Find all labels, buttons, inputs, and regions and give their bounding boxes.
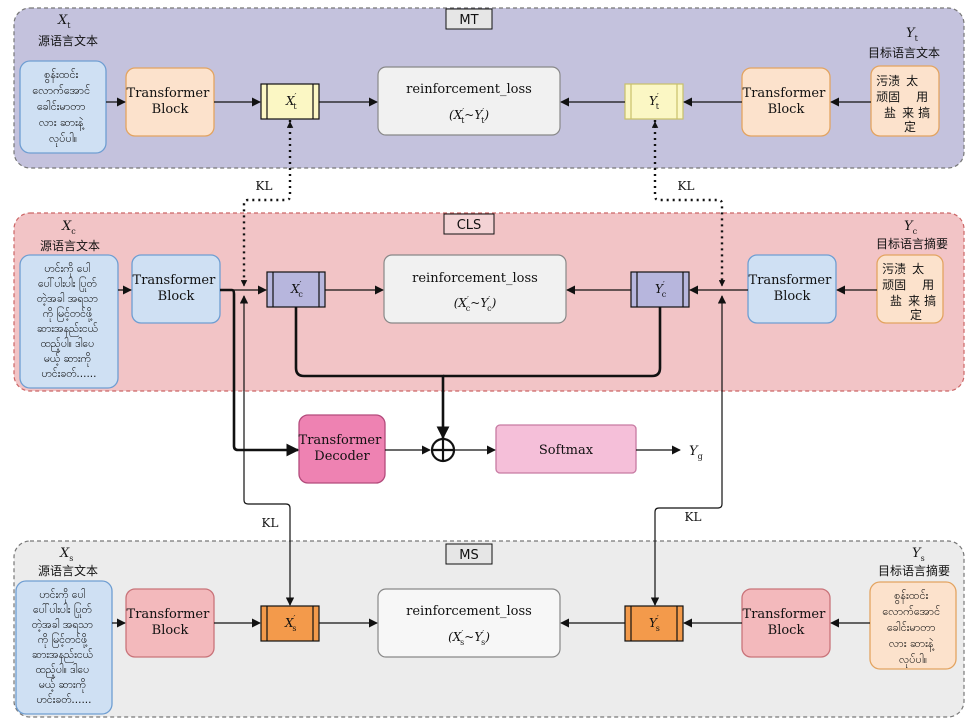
mt-target-text-left: 污渍 顽固 盐 bbox=[876, 74, 904, 120]
mt-loss-title: reinforcement_loss bbox=[406, 82, 532, 97]
kl-ms-cls-left bbox=[243, 296, 291, 605]
cls-rep-right: Y′c bbox=[630, 271, 690, 308]
softmax-label: Softmax bbox=[539, 443, 594, 458]
mt-target-text-box bbox=[870, 65, 940, 137]
ms-encoder-right-label: Transformer Block bbox=[743, 607, 830, 638]
mt-target-caption: 目标语言文本 bbox=[868, 45, 940, 60]
arrow-cls-rep-right-sum bbox=[443, 307, 662, 378]
mt-label-box bbox=[445, 8, 493, 30]
ms-rep-left: X′s bbox=[260, 605, 320, 642]
mt-loss-box bbox=[377, 66, 561, 136]
kl-ms-cls-right bbox=[654, 296, 723, 605]
cls-target-var: Yc bbox=[904, 219, 918, 236]
ms-loss-title: reinforcement_loss bbox=[406, 604, 532, 619]
cls-rep-left: X′c bbox=[266, 271, 326, 308]
mt-target-text-right: 太 用 来 搞 定 bbox=[902, 73, 934, 134]
cls-encoder-right-label: Transformer Block bbox=[749, 273, 836, 304]
mt-rep-right-label: Y′t bbox=[649, 92, 660, 111]
arrow-cls-rep-left-sum bbox=[294, 307, 450, 440]
ms-loss-formula: (X′s~Y′s) bbox=[448, 629, 490, 647]
kl-label-bottom-right: KL bbox=[685, 510, 702, 524]
mt-encoder-left-label: Transformer Block bbox=[127, 86, 214, 117]
cls-encoder-left-label: Transformer Block bbox=[133, 273, 220, 304]
ms-target-caption: 目标语言摘要 bbox=[878, 563, 950, 578]
kl-label-top-right: KL bbox=[678, 179, 695, 193]
cls-label: CLS bbox=[457, 218, 482, 233]
cls-encoder-right bbox=[747, 254, 837, 324]
mt-source-caption: 源语言文本 bbox=[38, 33, 98, 48]
arrow-encoder-decoder bbox=[220, 288, 300, 457]
ms-section: MS Xs 源语言文本 Ys 目标语言摘要 ဟင်းကို ပေါ ပေါ်ပါ… bbox=[13, 540, 965, 718]
output-label: Yg bbox=[689, 444, 703, 461]
cls-target-text-box bbox=[876, 254, 944, 324]
mt-source-var: Xt bbox=[57, 13, 71, 30]
ms-rep-left-label: X′s bbox=[284, 614, 296, 633]
cls-label-box bbox=[443, 213, 495, 235]
cls-loss-title: reinforcement_loss bbox=[412, 271, 538, 286]
cls-source-caption: 源语言文本 bbox=[40, 238, 100, 253]
ms-target-text: စွန်းထင်း လောက်အောင် ခေါင်းမာတာ လား ဆားန… bbox=[882, 589, 943, 668]
cls-section: CLS Xc 源语言文本 Yc 目标语言摘要 ဟင်းကို ပေါ ပေါ်ပ… bbox=[13, 212, 965, 392]
kl-label-top-left: KL bbox=[256, 179, 273, 193]
ms-target-var: Ys bbox=[912, 546, 925, 563]
transformer-decoder-label: Transformer Decoder bbox=[299, 433, 386, 464]
mt-rep-left: X′t bbox=[260, 83, 320, 120]
ms-source-text-box bbox=[15, 580, 113, 715]
ms-target-text-box bbox=[869, 581, 957, 670]
ms-label-box bbox=[445, 543, 493, 565]
mt-rep-left-label: X′t bbox=[285, 92, 297, 111]
cls-source-text: ဟင်းကို ပေါ ပေါ်ပါးပါး ပြုတ် တဲ့အခါ အရသာ… bbox=[37, 262, 101, 380]
kl-label-bottom-left: KL bbox=[262, 516, 279, 530]
mt-source-text-box bbox=[19, 60, 107, 154]
mt-loss-formula: (X′t~Y′t) bbox=[449, 107, 489, 125]
ms-loss-box bbox=[377, 588, 561, 658]
cls-rep-left-label: X′c bbox=[290, 280, 303, 299]
ms-source-text: ဟင်းကို ပေါ ပေါ်ပါးပါး ပြုတ် တဲ့အခါ အရသာ… bbox=[32, 588, 96, 706]
cls-target-text-right: 太 用 来 搞 定 bbox=[908, 261, 940, 322]
sum-node bbox=[430, 437, 456, 463]
kl-connections: KL KL KL KL bbox=[239, 120, 727, 606]
cls-loss-box bbox=[383, 254, 567, 324]
mt-encoder-right-label: Transformer Block bbox=[743, 86, 830, 117]
fusion-block: Transformer Decoder Softmax Yg bbox=[220, 288, 703, 484]
cls-source-text-box bbox=[19, 254, 119, 389]
ms-rep-right: Y′s bbox=[624, 605, 684, 642]
mt-rep-right: Y′t bbox=[624, 83, 684, 120]
mt-target-var: Yt bbox=[906, 26, 919, 43]
cls-rep-right-label: Y′c bbox=[655, 280, 667, 299]
mt-label: MT bbox=[459, 13, 478, 28]
softmax-box bbox=[495, 424, 637, 474]
ms-source-caption: 源语言文本 bbox=[38, 563, 98, 578]
cls-target-caption: 目标语言摘要 bbox=[876, 236, 948, 251]
cls-loss-formula: (X′c~Y′c) bbox=[454, 295, 497, 313]
ms-rep-right-label: Y′s bbox=[649, 614, 660, 633]
ms-encoder-left-label: Transformer Block bbox=[127, 607, 214, 638]
cls-target-text-left: 污渍 顽固 盐 bbox=[882, 262, 910, 308]
cls-source-var: Xc bbox=[61, 219, 76, 236]
mt-section: MT Xt 源语言文本 Yt 目标语言文本 စွန်းထင်း လောက်အော… bbox=[13, 7, 965, 169]
mt-source-text: စွန်းထင်း လောက်အောင် ခေါင်းမာတာ လား ဆားန… bbox=[32, 68, 93, 147]
ms-label: MS bbox=[459, 548, 478, 563]
ms-source-var: Xs bbox=[59, 546, 73, 563]
